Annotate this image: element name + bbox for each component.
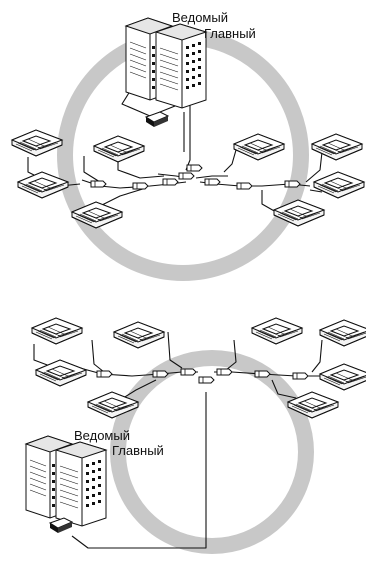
refnet-joint-icon — [163, 179, 178, 185]
outdoor-unit-icon — [126, 18, 206, 108]
refnet-joint-icon — [237, 183, 252, 189]
refnet-joint-icon — [181, 369, 196, 375]
refnet-joint-icon — [179, 173, 194, 179]
refnet-joint-icon — [153, 371, 168, 377]
refnet-joint-icon — [205, 179, 220, 185]
controller-box-icon — [146, 112, 168, 127]
cassette-indoor-unit-icon — [94, 136, 144, 162]
cassette-indoor-unit-icon — [32, 318, 82, 344]
cassette-indoor-unit-icon — [312, 134, 362, 160]
refnet-joint-icon — [97, 371, 112, 377]
label-master: Главный — [112, 443, 164, 458]
diagram-top: Ведомый Главный — [12, 10, 364, 273]
cassette-indoor-unit-icon — [320, 364, 366, 390]
refnet-joint-icon — [187, 165, 202, 171]
refnet-joint-icon — [293, 373, 308, 379]
refnet-joint-icon — [133, 183, 148, 189]
refnet-joint-icon — [217, 369, 232, 375]
outdoor-unit-icon — [26, 436, 106, 526]
refnet-joint-icon — [285, 181, 300, 187]
refnet-joint-icon — [199, 377, 214, 383]
cassette-indoor-unit-icon — [114, 322, 164, 348]
controller-box-icon — [50, 518, 72, 533]
cassette-indoor-unit-icon — [320, 320, 366, 346]
label-slave: Ведомый — [74, 428, 130, 443]
cassette-indoor-unit-icon — [252, 318, 302, 344]
label-slave: Ведомый — [172, 10, 228, 25]
label-master: Главный — [204, 26, 256, 41]
cassette-indoor-unit-icon — [234, 134, 284, 160]
diagram-bottom: Ведомый Главный — [26, 318, 366, 548]
cassette-indoor-unit-icon — [12, 130, 62, 156]
refnet-joint-icon — [91, 181, 106, 187]
cassette-indoor-unit-icon — [314, 172, 364, 198]
refnet-joint-icon — [255, 371, 270, 377]
